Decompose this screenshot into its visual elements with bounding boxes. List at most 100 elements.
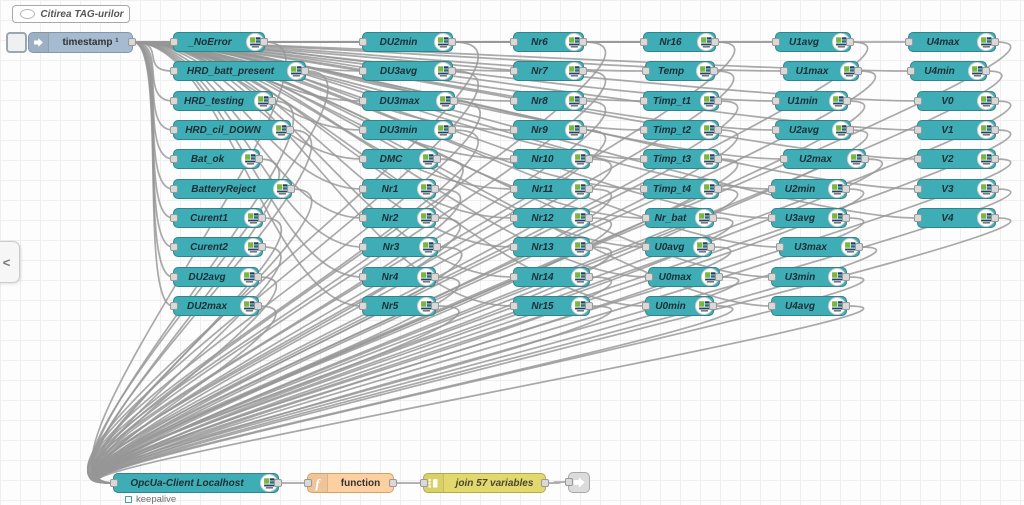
opcua-item-node-nr15[interactable]: Nr15: [510, 296, 593, 316]
output-port[interactable]: [287, 185, 295, 193]
input-port[interactable]: [642, 243, 650, 251]
opcua-item-node-bat-ok[interactable]: Bat_ok: [170, 149, 263, 169]
output-port[interactable]: [714, 155, 722, 163]
output-port[interactable]: [714, 185, 722, 193]
opcua-item-node-hrd-batt-present[interactable]: HRD_batt_present: [170, 61, 309, 81]
inject-button[interactable]: [6, 32, 27, 53]
opcua-item-node-nr7[interactable]: Nr7: [510, 61, 587, 81]
output-port[interactable]: [842, 273, 850, 281]
output-port[interactable]: [258, 214, 266, 222]
output-port[interactable]: [585, 273, 593, 281]
output-port[interactable]: [991, 97, 999, 105]
input-port[interactable]: [359, 97, 367, 105]
output-port[interactable]: [254, 302, 262, 310]
input-port[interactable]: [510, 155, 518, 163]
opcua-item-node-du2max[interactable]: DU2max: [170, 296, 262, 316]
input-port[interactable]: [645, 273, 653, 281]
output-port[interactable]: [991, 214, 999, 222]
output-port[interactable]: [258, 243, 266, 251]
opcua-item-node-u2max[interactable]: U2max: [780, 149, 869, 169]
opcua-item-node-u0min[interactable]: U0min: [642, 296, 717, 316]
opcua-item-node-nr5[interactable]: Nr5: [359, 296, 439, 316]
opcua-item-node-u3avg[interactable]: U3avg: [768, 208, 850, 228]
opcua-item-node-du2min[interactable]: DU2min: [359, 32, 456, 52]
input-port[interactable]: [510, 302, 518, 310]
output-port[interactable]: [128, 38, 136, 46]
input-port[interactable]: [640, 38, 648, 46]
opcua-item-node-nr10[interactable]: Nr10: [510, 149, 593, 169]
opcua-item-node-u3max[interactable]: U3max: [776, 237, 863, 257]
input-port[interactable]: [359, 155, 367, 163]
input-port[interactable]: [642, 302, 650, 310]
input-port[interactable]: [170, 185, 178, 193]
input-port[interactable]: [510, 273, 518, 281]
input-port[interactable]: [905, 38, 913, 46]
output-port[interactable]: [448, 126, 456, 134]
output-port[interactable]: [260, 38, 268, 46]
opcua-item-node-nr1[interactable]: Nr1: [359, 179, 439, 199]
output-port[interactable]: [448, 38, 456, 46]
input-port[interactable]: [640, 185, 648, 193]
input-port[interactable]: [640, 155, 648, 163]
opcua-item-node-v1[interactable]: V1: [914, 120, 999, 140]
input-port[interactable]: [170, 302, 178, 310]
input-port[interactable]: [359, 185, 367, 193]
input-port[interactable]: [772, 126, 780, 134]
input-port[interactable]: [780, 67, 788, 75]
opcua-item-node-u4max[interactable]: U4max: [905, 32, 999, 52]
opcua-item-node--noerror[interactable]: _NoError: [170, 32, 268, 52]
input-port[interactable]: [510, 126, 518, 134]
join-node[interactable]: join 57 variables: [420, 473, 549, 493]
output-port[interactable]: [389, 479, 397, 487]
opcua-item-node-du3max[interactable]: DU3max: [359, 91, 458, 111]
output-port[interactable]: [579, 38, 587, 46]
input-port[interactable]: [420, 479, 428, 487]
output-port[interactable]: [585, 302, 593, 310]
opcua-item-node-nr8[interactable]: Nr8: [510, 91, 587, 111]
input-port[interactable]: [510, 214, 518, 222]
output-port[interactable]: [842, 185, 850, 193]
input-port[interactable]: [776, 243, 784, 251]
output-port[interactable]: [431, 273, 439, 281]
opcua-item-node-timp-t2[interactable]: Timp_t2: [640, 120, 722, 140]
opcua-item-node-u0max[interactable]: U0max: [645, 267, 723, 287]
opcua-item-node-nr3[interactable]: Nr3: [359, 237, 441, 257]
opcua-item-node-u4min[interactable]: U4min: [907, 61, 990, 81]
input-port[interactable]: [510, 243, 518, 251]
opcua-item-node-timp-t3[interactable]: Timp_t3: [640, 149, 722, 169]
link-out-node[interactable]: [565, 472, 590, 493]
opcua-item-node-hrd-cil-down[interactable]: HRD_cil_DOWN: [170, 120, 294, 140]
input-port[interactable]: [510, 97, 518, 105]
opcua-item-node-u3min[interactable]: U3min: [768, 267, 850, 287]
opcua-item-node-du3avg[interactable]: DU3avg: [359, 61, 456, 81]
opcua-item-node-timp-t1[interactable]: Timp_t1: [640, 91, 722, 111]
inject-node[interactable]: timestamp ¹: [28, 32, 136, 53]
opcua-item-node-u4avg[interactable]: U4avg: [768, 296, 850, 316]
opcua-item-node-timp-t4[interactable]: Timp_t4: [640, 179, 722, 199]
opcua-item-node-curent1[interactable]: Curent1: [170, 208, 266, 228]
output-port[interactable]: [585, 155, 593, 163]
output-port[interactable]: [431, 214, 439, 222]
opcua-item-node-u2avg[interactable]: U2avg: [772, 120, 854, 140]
input-port[interactable]: [640, 126, 648, 134]
input-port[interactable]: [359, 214, 367, 222]
input-port[interactable]: [110, 479, 118, 487]
output-port[interactable]: [991, 38, 999, 46]
output-port[interactable]: [268, 97, 276, 105]
input-port[interactable]: [170, 155, 178, 163]
input-port[interactable]: [510, 67, 518, 75]
opcua-item-node-v4[interactable]: V4: [914, 208, 999, 228]
output-port[interactable]: [301, 67, 309, 75]
input-port[interactable]: [642, 214, 650, 222]
output-port[interactable]: [991, 126, 999, 134]
input-port[interactable]: [170, 273, 178, 281]
palette-toggle-button[interactable]: <: [0, 241, 20, 283]
output-port[interactable]: [711, 38, 719, 46]
output-port[interactable]: [579, 67, 587, 75]
input-port[interactable]: [772, 97, 780, 105]
opcua-item-node-v0[interactable]: V0: [914, 91, 999, 111]
input-port[interactable]: [170, 97, 178, 105]
input-port[interactable]: [359, 126, 367, 134]
output-port[interactable]: [982, 67, 990, 75]
opcua-item-node-dmc[interactable]: DMC: [359, 149, 441, 169]
